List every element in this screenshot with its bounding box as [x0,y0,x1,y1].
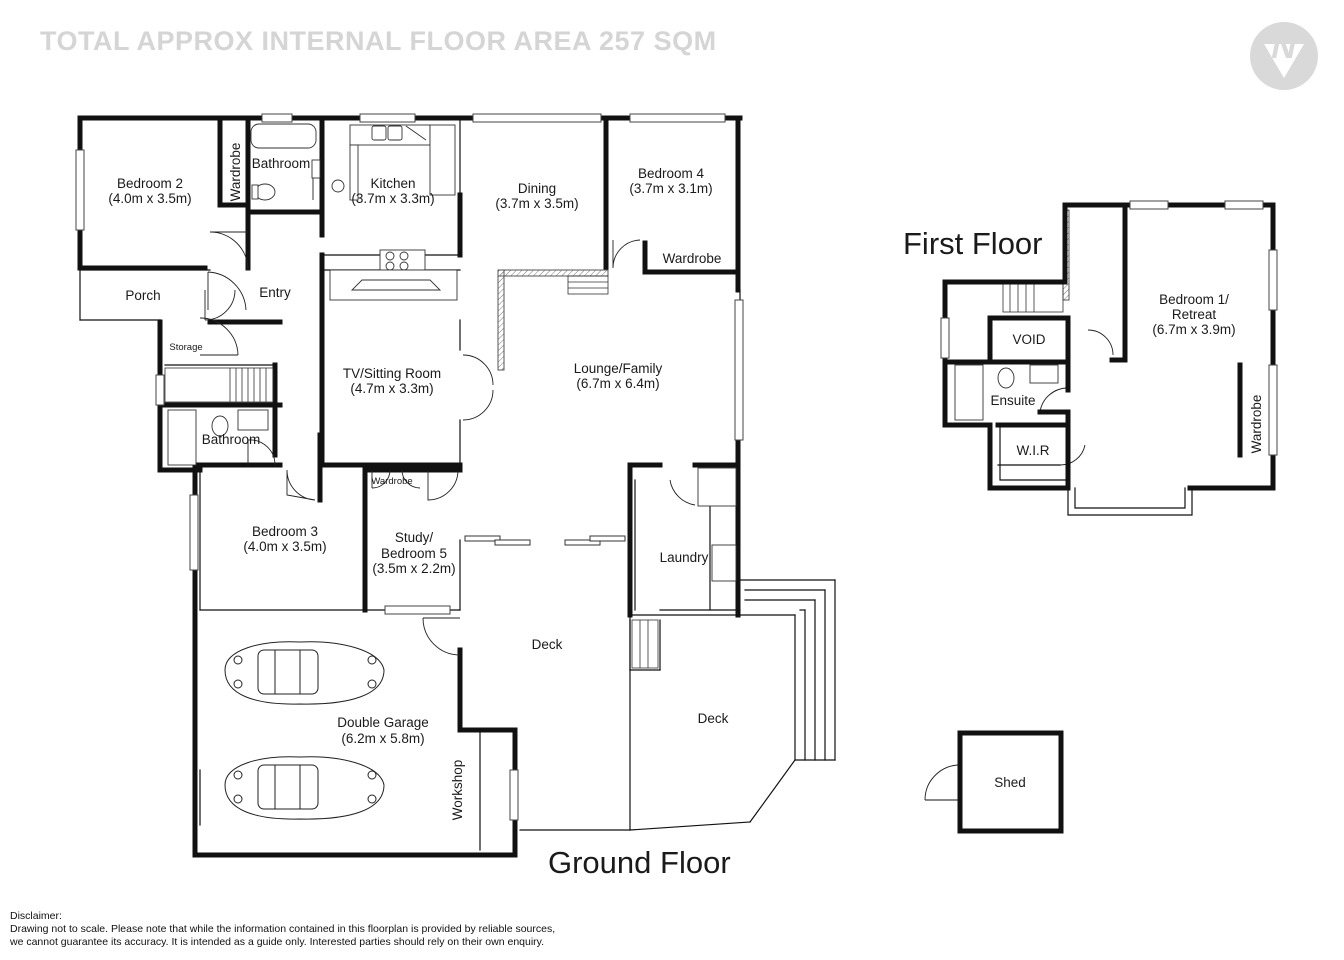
first-floor-labels: Bedroom 1/ Retreat (6.7m x 3.9m) VOID En… [990,292,1264,790]
north-compass-logo: N [1250,22,1318,90]
room-wardrobe-study: Wardrobe [371,476,412,487]
room-kitchen-dims: (3.7m x 3.3m) [351,191,434,206]
room-wardrobe-f1: Wardrobe [1249,395,1264,454]
room-tv-dims: (4.7m x 3.3m) [350,381,433,396]
disclaimer-title: Disclaimer: [10,910,62,922]
first-floor-walls [942,202,1276,516]
doors [199,172,1114,801]
room-study-name1: Study/ [395,530,434,545]
fixtures [167,123,1059,582]
car-icon [224,641,385,705]
room-bedroom4-name: Bedroom 4 [638,166,705,181]
room-laundry: Laundry [660,550,709,565]
room-study-dims: (3.5m x 2.2m) [372,561,455,576]
room-bedroom1-dims: (6.7m x 3.9m) [1152,322,1235,337]
room-workshop: Workshop [450,760,465,821]
room-lounge-dims: (6.7m x 6.4m) [576,376,659,391]
room-bathroom1: Bathroom [252,156,311,171]
ground-floor-title: Ground Floor [548,845,731,880]
room-bedroom1-name1: Bedroom 1/ [1159,292,1229,307]
disclaimer: Disclaimer: Drawing not to scale. Please… [10,910,555,949]
room-bedroom2-dims: (4.0m x 3.5m) [108,191,191,206]
stairs [164,275,1064,669]
room-lounge-name: Lounge/Family [574,361,663,376]
room-bedroom4-dims: (3.7m x 3.1m) [629,181,712,196]
room-bedroom3-dims: (4.0m x 3.5m) [243,539,326,554]
room-void: VOID [1012,332,1045,347]
ground-floor-labels: Bedroom 2 (4.0m x 3.5m) Wardrobe Bathroo… [108,143,728,821]
room-deck2: Deck [698,711,729,726]
room-bedroom3-name: Bedroom 3 [252,524,318,539]
room-garage-name: Double Garage [337,715,429,730]
room-shed: Shed [994,775,1026,790]
room-study-name2: Bedroom 5 [381,546,447,561]
room-bedroom1-name2: Retreat [1172,307,1217,322]
room-kitchen-name: Kitchen [370,176,415,191]
room-bedroom2-name: Bedroom 2 [117,176,183,191]
room-porch: Porch [125,288,160,303]
car-icon [224,756,385,820]
room-ensuite: Ensuite [990,393,1035,408]
room-deck1: Deck [532,637,563,652]
room-storage: Storage [169,342,202,353]
room-wardrobe-b4: Wardrobe [663,251,722,266]
north-arrow-icon [1264,44,1304,78]
room-bathroom2: Bathroom [202,432,261,447]
room-garage-dims: (6.2m x 5.8m) [341,731,424,746]
disclaimer-line2: we cannot guarantee its accuracy. It is … [10,936,545,948]
room-wardrobe-b2: Wardrobe [228,143,243,202]
room-dining-dims: (3.7m x 3.5m) [495,196,578,211]
disclaimer-line1: Drawing not to scale. Please note that w… [10,923,556,935]
shed-walls [925,730,1064,834]
sliding-doors [464,535,626,546]
first-floor-title: First Floor [903,226,1043,261]
windows [75,113,744,821]
floor-area-header: TOTAL APPROX INTERNAL FLOOR AREA 257 SQM [40,26,717,56]
room-dining-name: Dining [518,181,556,196]
room-entry: Entry [259,285,291,300]
room-tv-name: TV/Sitting Room [343,366,441,381]
first-floor-windows [940,200,1278,456]
room-wir: W.I.R [1017,443,1050,458]
